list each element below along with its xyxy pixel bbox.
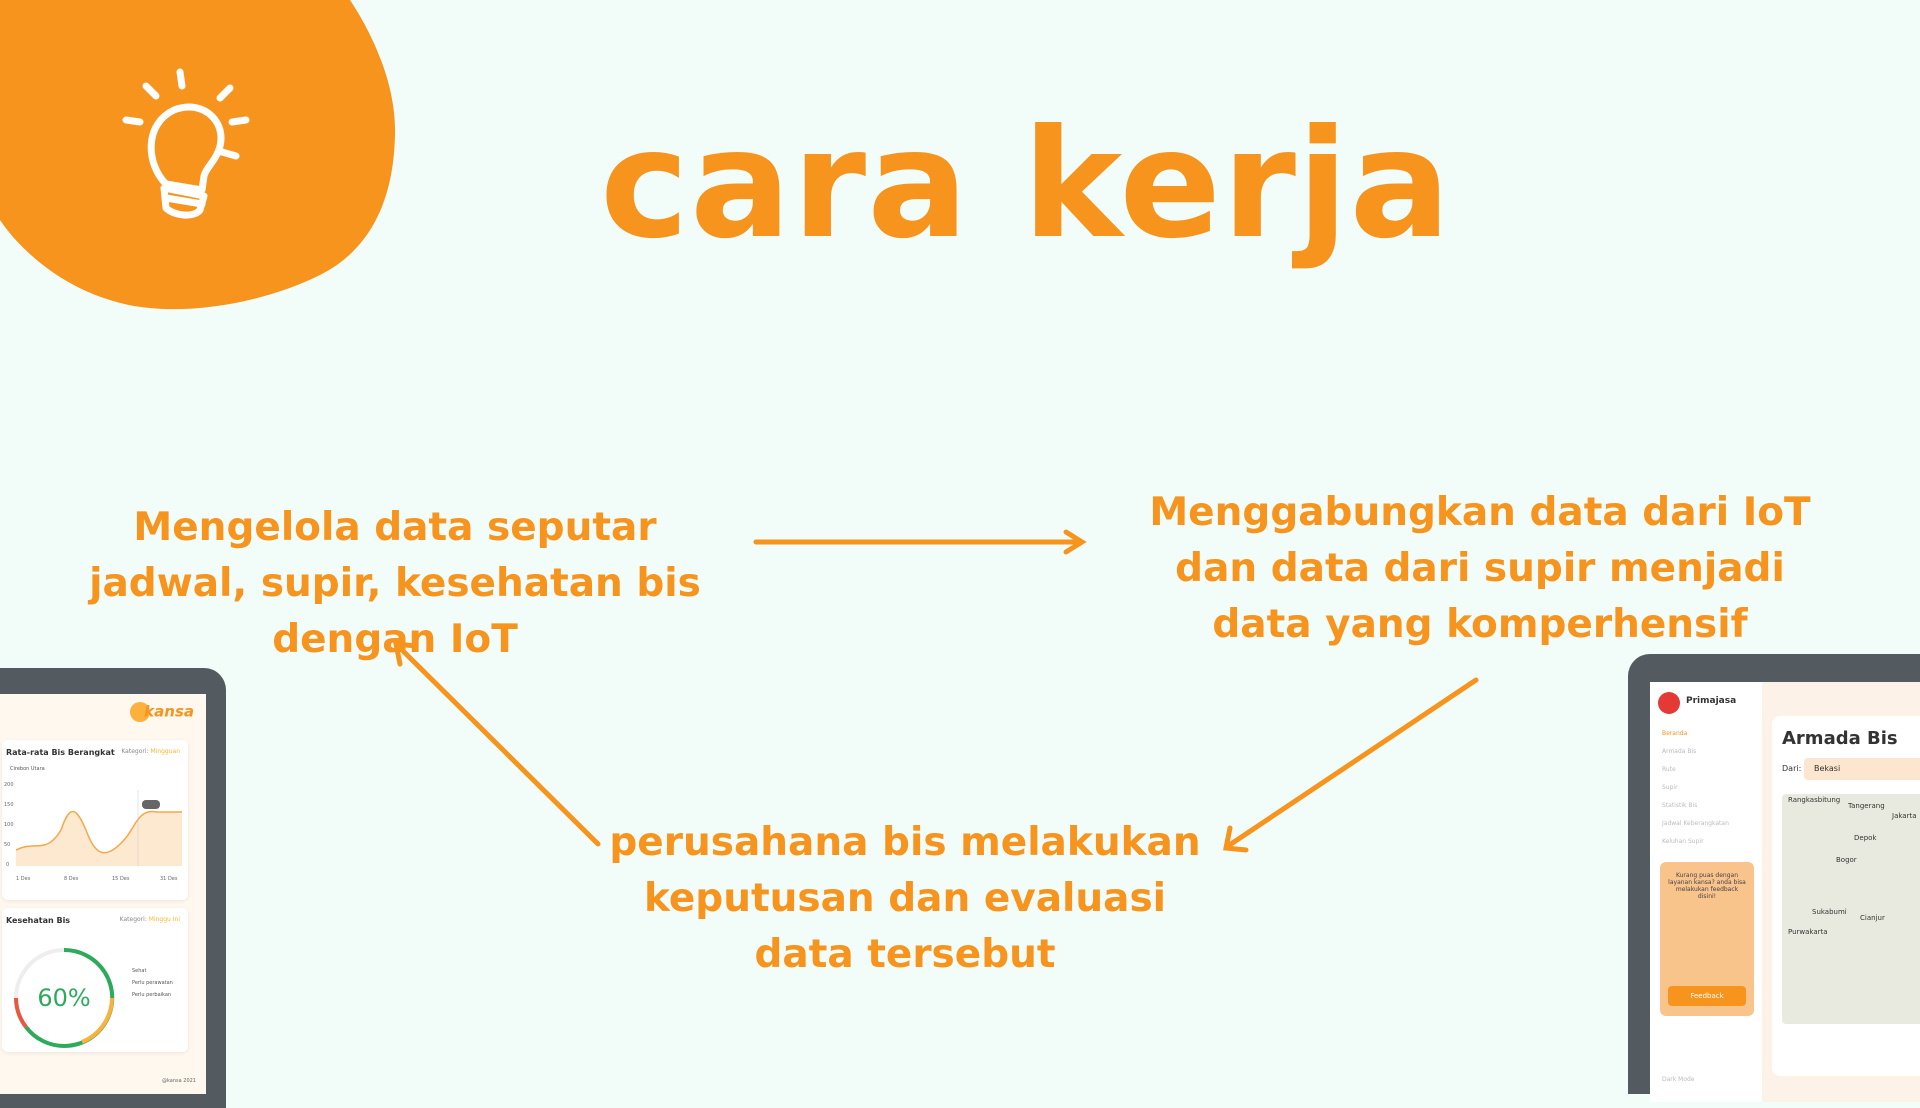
line-chart	[16, 790, 182, 866]
x-tick: 8 Des	[64, 876, 79, 882]
departure-chart-card: Rata-rata Bis Berangkat Kategori: Minggu…	[2, 740, 188, 900]
x-tick: 31 Des	[160, 876, 178, 882]
y-tick: 100	[4, 822, 14, 828]
health-card-title: Kesehatan Bis	[6, 916, 71, 925]
map-label: Depok	[1854, 834, 1877, 842]
step-manage-data: Mengelola data seputar jadwal, supir, ke…	[89, 505, 701, 662]
sidebar-item-keluhan[interactable]: Keluhan Supir	[1662, 838, 1704, 845]
sidebar-item-statistik[interactable]: Statistik Bis	[1662, 802, 1698, 809]
dashboard-screen: kansa Rata-rata Bis Berangkat Kategori: …	[0, 694, 206, 1094]
health-category[interactable]: Kategori: Minggu Ini	[119, 916, 180, 923]
map-label: Cianjur	[1860, 914, 1885, 922]
x-tick: 1 Des	[16, 876, 31, 882]
sidebar-item-jadwal[interactable]: Jadwal Keberangkatan	[1662, 820, 1729, 827]
armada-panel: Armada Bis Dari: Bekasi Tangerang Jakart…	[1772, 716, 1920, 1076]
chart-legend: Cirebon Utara	[10, 766, 45, 772]
primajasa-logo-icon	[1658, 692, 1680, 714]
y-tick: 200	[4, 782, 14, 788]
map-label: Tangerang	[1848, 802, 1885, 810]
y-tick: 150	[4, 802, 14, 808]
y-tick: 50	[4, 842, 11, 848]
sidebar-item-supir[interactable]: Supir	[1662, 784, 1678, 791]
primajasa-screen: Primajasa Beranda Armada Bis Rute Supir …	[1650, 682, 1920, 1102]
dashboard-mockup-right: Primajasa Beranda Armada Bis Rute Supir …	[1628, 654, 1920, 1102]
from-select[interactable]: Bekasi	[1804, 758, 1920, 780]
dashboard-mockup-left: kansa Rata-rata Bis Berangkat Kategori: …	[0, 668, 226, 1108]
lightbulb-icon	[122, 68, 250, 219]
sidebar-item-beranda[interactable]: Beranda	[1662, 730, 1688, 737]
sidebar: Primajasa Beranda Armada Bis Rute Supir …	[1650, 682, 1762, 1102]
decorative-blob	[0, 0, 395, 310]
bus-health-card: Kesehatan Bis Kategori: Minggu Ini 60% S…	[2, 908, 188, 1052]
x-tick: 15 Des	[112, 876, 130, 882]
panel-heading: Armada Bis	[1782, 728, 1898, 749]
chart-card-title: Rata-rata Bis Berangkat	[6, 748, 115, 757]
map-label: Bogor	[1836, 856, 1857, 864]
footer-copyright: @kansa 2021	[161, 1078, 196, 1084]
brand-name: Primajasa	[1686, 696, 1737, 706]
feedback-button[interactable]: Feedback	[1668, 986, 1746, 1006]
health-value: 60%	[37, 984, 91, 1012]
sidebar-item-rute[interactable]: Rute	[1662, 766, 1676, 773]
route-map[interactable]: Tangerang Jakarta Depok Bogor Sukabumi C…	[1782, 794, 1920, 1024]
kansa-logo: kansa	[130, 702, 194, 722]
map-label: Jakarta	[1892, 812, 1917, 820]
map-label: Purwakarta	[1788, 928, 1828, 936]
arrow-down-left	[1223, 677, 1479, 853]
step-evaluate-data: perusahana bis melakukan keputusan dan e…	[609, 820, 1201, 977]
arrow-up-left	[392, 641, 601, 847]
map-label: Sukabumi	[1812, 908, 1847, 916]
y-tick: 0	[6, 862, 10, 868]
health-legend-item: Sehat	[132, 968, 147, 974]
sidebar-item-armada[interactable]: Armada Bis	[1662, 748, 1697, 755]
promo-text: Kurang puas dengan layanan kansa? anda b…	[1668, 872, 1746, 900]
step-combine-data: Menggabungkan data dari IoT dan data dar…	[1149, 490, 1811, 647]
health-gauge	[14, 947, 115, 1048]
health-legend-item: Perlu perbaikan	[132, 992, 172, 998]
page-title: cara kerja	[600, 98, 1452, 272]
arrow-right	[753, 529, 1087, 555]
feedback-promo: Kurang puas dengan layanan kansa? anda b…	[1660, 862, 1754, 1016]
chart-category[interactable]: Kategori: Mingguan	[121, 748, 180, 755]
from-label: Dari:	[1782, 764, 1802, 773]
map-label: Rangkasbitung	[1788, 796, 1841, 804]
health-legend-item: Perlu perawatan	[132, 980, 173, 986]
